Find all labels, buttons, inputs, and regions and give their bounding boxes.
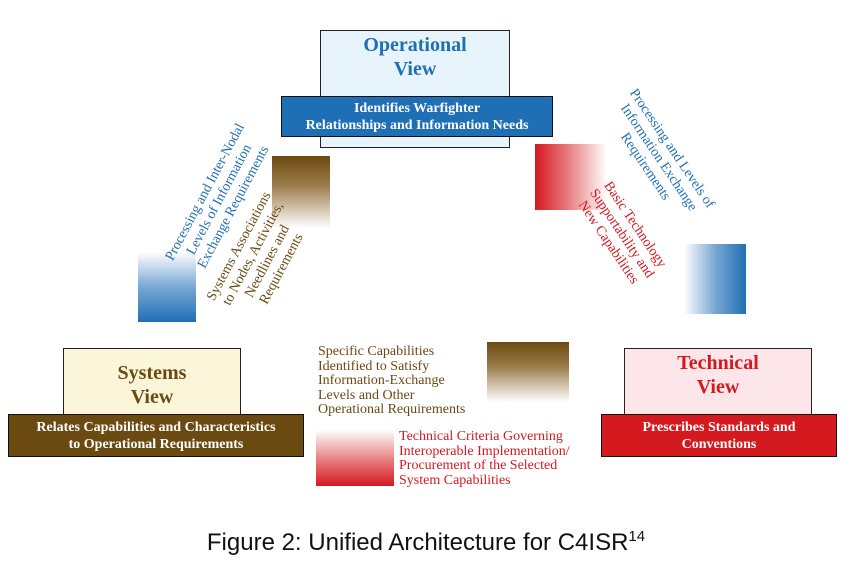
operational-view-title-line2: View xyxy=(393,58,437,80)
arrow-op-to-tech-gradient xyxy=(684,244,746,314)
figure-caption: Figure 2: Unified Architecture for C4ISR… xyxy=(0,528,852,557)
arrow-sys-to-tech-gradient xyxy=(487,342,569,402)
operational-banner-line2: Relationships and Information Needs xyxy=(305,117,529,133)
label-sys-to-tech-line1: Specific Capabilities xyxy=(318,344,435,359)
label-tech-to-sys-line1: Technical Criteria Governing xyxy=(399,429,563,444)
systems-banner-line1: Relates Capabilities and Characteristics xyxy=(36,419,276,435)
label-tech-to-sys-line2: Interoperable Implementation/ xyxy=(399,443,570,459)
systems-view-banner: Relates Capabilities and Characteristics… xyxy=(8,414,304,457)
systems-banner-line2: to Operational Requirements xyxy=(68,436,244,452)
label-sys-to-tech-line2: Identified to Satisfy xyxy=(318,358,430,374)
arrow-tech-to-sys-gradient xyxy=(316,430,394,486)
systems-view-title-line2: View xyxy=(130,386,174,408)
label-sys-to-tech: Specific Capabilities Identified to Sati… xyxy=(318,344,498,418)
technical-banner-line2: Conventions xyxy=(681,436,757,452)
label-tech-to-sys-line4: System Capabilities xyxy=(399,472,511,488)
operational-view-title-line1: Operational xyxy=(363,34,467,56)
label-sys-to-tech-line5: Operational Requirements xyxy=(318,402,466,417)
arrow-tech-to-op-gradient xyxy=(535,144,607,210)
arrow-op-to-sys-gradient xyxy=(138,252,196,322)
label-sys-to-tech-line3: Information-Exchange xyxy=(318,373,445,388)
technical-view-title-line1: Technical xyxy=(677,352,759,374)
technical-view-title-line2: View xyxy=(696,376,740,398)
systems-view-title-line1: Systems xyxy=(117,362,187,384)
label-tech-to-sys: Technical Criteria Governing Interoperab… xyxy=(399,429,599,488)
label-tech-to-sys-line3: Procurement of the Selected xyxy=(399,458,558,473)
label-sys-to-tech-line4: Levels and Other xyxy=(318,387,415,403)
operational-view-banner: Identifies Warfighter Relationships and … xyxy=(281,96,553,137)
technical-view-banner: Prescribes Standards and Conventions xyxy=(601,414,837,457)
caption-text: Figure 2: Unified Architecture for C4ISR xyxy=(206,529,629,556)
operational-banner-line1: Identifies Warfighter xyxy=(353,100,481,116)
arrow-sys-to-op-gradient xyxy=(272,156,330,228)
caption-superscript: 14 xyxy=(628,528,646,545)
technical-banner-line1: Prescribes Standards and xyxy=(642,419,796,435)
